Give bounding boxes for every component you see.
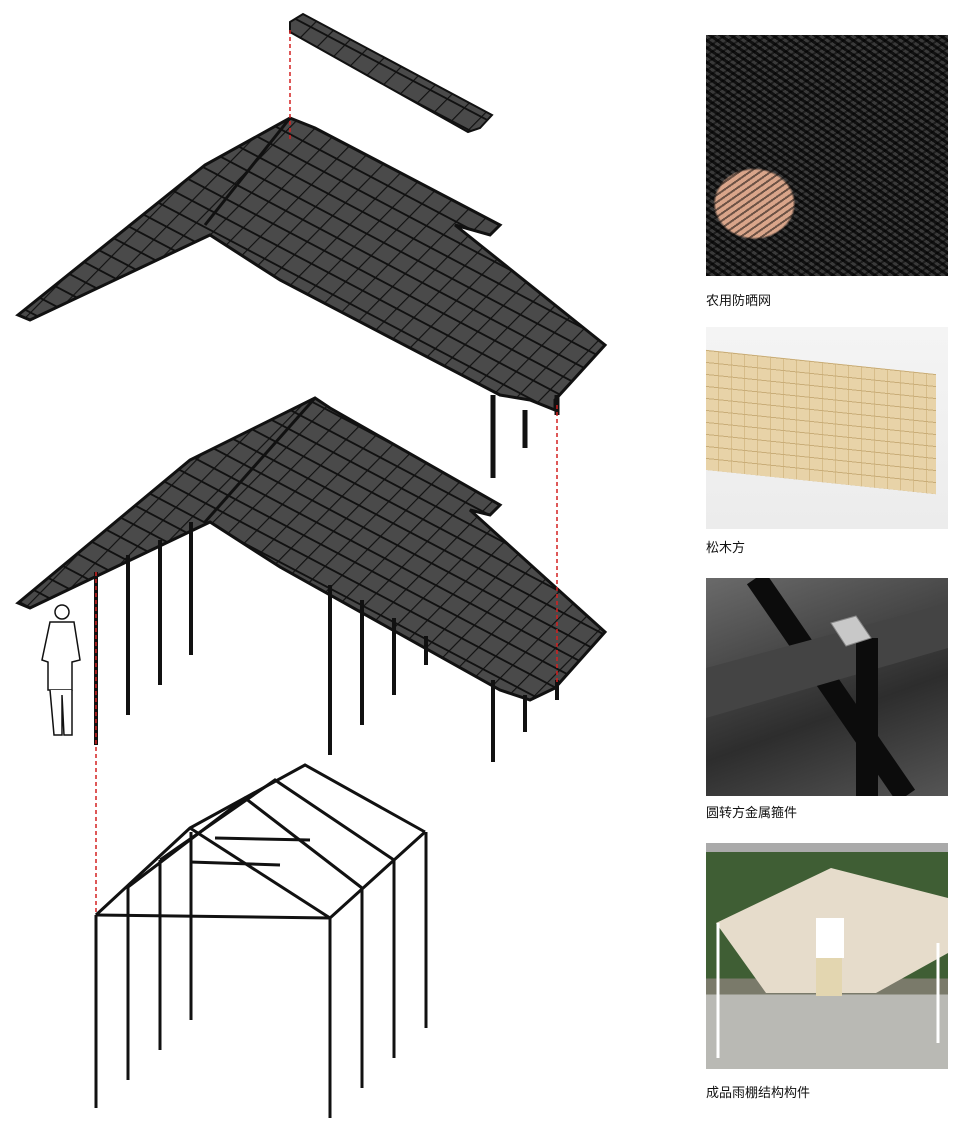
clamp-illustration: [706, 578, 948, 796]
metal-clamp-photo: [706, 578, 948, 796]
canopy-frame-photo: [706, 843, 948, 1069]
metal-clamp-caption: 圆转方金属箍件: [706, 806, 798, 821]
pine-timber-roof-layer: [15, 396, 608, 762]
shade-net-caption: 农用防晒网: [706, 294, 772, 309]
timber-posts: [94, 522, 559, 762]
canopy-frame-caption: 成品雨棚结构构件: [706, 1086, 811, 1101]
canopy-steel-frame: [94, 763, 428, 1118]
pine-timber-photo: [706, 327, 948, 529]
canopy-illustration: [716, 868, 948, 1058]
ridge-cap-panel: [289, 12, 494, 134]
human-scale-figure: [41, 604, 81, 736]
pine-timber-caption: 松木方: [706, 541, 746, 556]
shade-net-photo: [706, 35, 948, 276]
exploded-axonometric-diagram: [15, 12, 608, 1118]
alignment-guides: [95, 30, 558, 915]
